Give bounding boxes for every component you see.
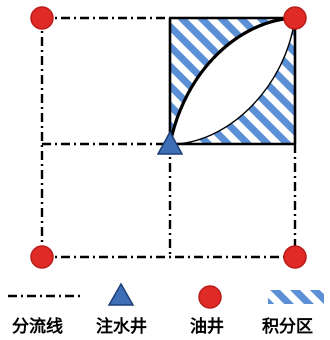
- diversion-grid: [40, 16, 297, 259]
- integral-area-lens: [170, 18, 295, 145]
- oil-well-top-left: [30, 6, 54, 30]
- oil-well-bottom-left: [30, 245, 54, 269]
- oil-well-top-right: [283, 6, 307, 30]
- legend-oil-well-icon: [198, 285, 222, 309]
- legend-injection-well-icon: [107, 282, 135, 306]
- legend-integral-area-icon: [268, 290, 324, 304]
- injection-well-triangle: [156, 130, 184, 155]
- integral-area-border: [168, 16, 297, 146]
- legend-label-oil-well: 油井: [190, 317, 224, 337]
- streamline-upper: [168, 16, 296, 145]
- legend-label-integral-area: 积分区: [262, 317, 313, 337]
- oil-well-bottom-right: [283, 245, 307, 269]
- legend-label-injection-well: 注水井: [96, 317, 147, 337]
- legend-label-diversion-line: 分流线: [12, 317, 63, 337]
- streamline-lower: [169, 17, 296, 145]
